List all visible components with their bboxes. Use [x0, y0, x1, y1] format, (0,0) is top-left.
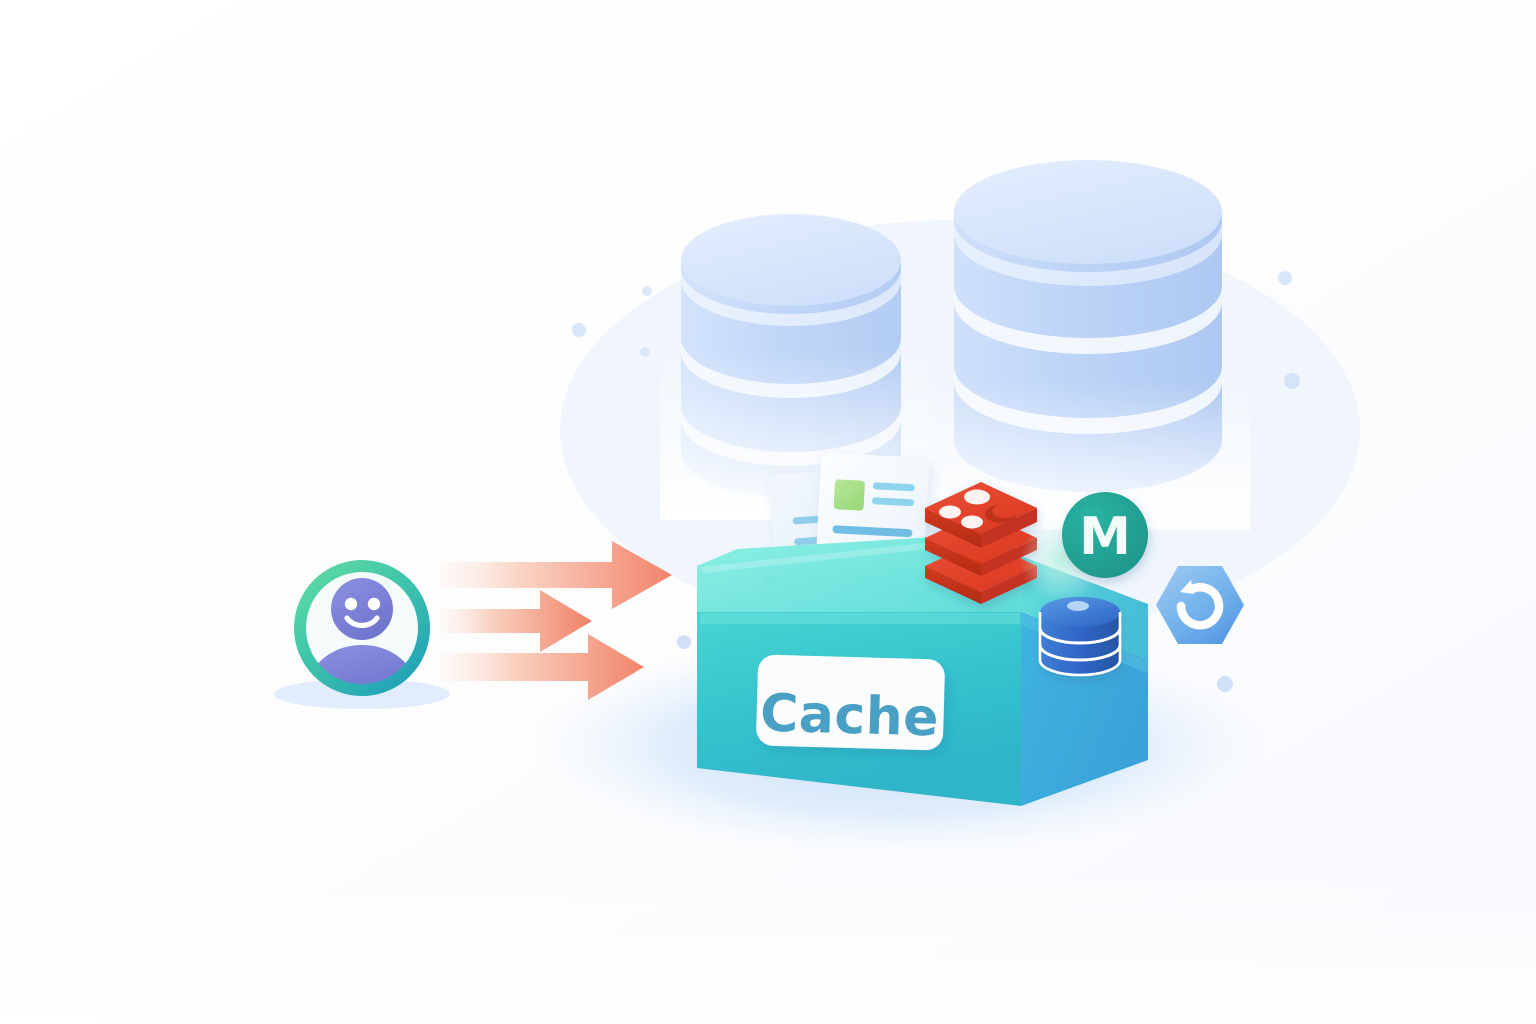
redis-dot-1 — [964, 489, 990, 505]
request-arrow-middle — [440, 590, 592, 652]
database-icon[interactable] — [1038, 597, 1122, 677]
redis-dot-3 — [961, 515, 983, 529]
document-thumbnail — [833, 479, 865, 511]
database-icon-highlight — [1067, 601, 1089, 611]
redis-dot-2 — [939, 505, 961, 519]
redis-arc — [985, 505, 1017, 523]
cache-label-text: Cache — [759, 684, 939, 749]
request-arrow-bottom — [440, 634, 644, 700]
reload-hexagon-logo[interactable] — [1156, 566, 1244, 644]
memcached-letter: M — [1079, 507, 1131, 567]
user-avatar[interactable] — [294, 560, 430, 699]
avatar-smile — [344, 615, 380, 628]
request-arrow-top — [440, 541, 672, 609]
avatar-eye-left — [344, 597, 358, 611]
redis-logo[interactable] — [925, 482, 1037, 604]
memcached-logo[interactable]: M — [1062, 492, 1148, 578]
refresh-icon — [1176, 580, 1224, 630]
cache-label-plate — [756, 654, 945, 751]
hexagon-shape — [1156, 566, 1244, 644]
avatar-eye-right — [367, 597, 381, 611]
avatar-ring — [294, 560, 430, 696]
decor-dots — [572, 271, 1300, 692]
